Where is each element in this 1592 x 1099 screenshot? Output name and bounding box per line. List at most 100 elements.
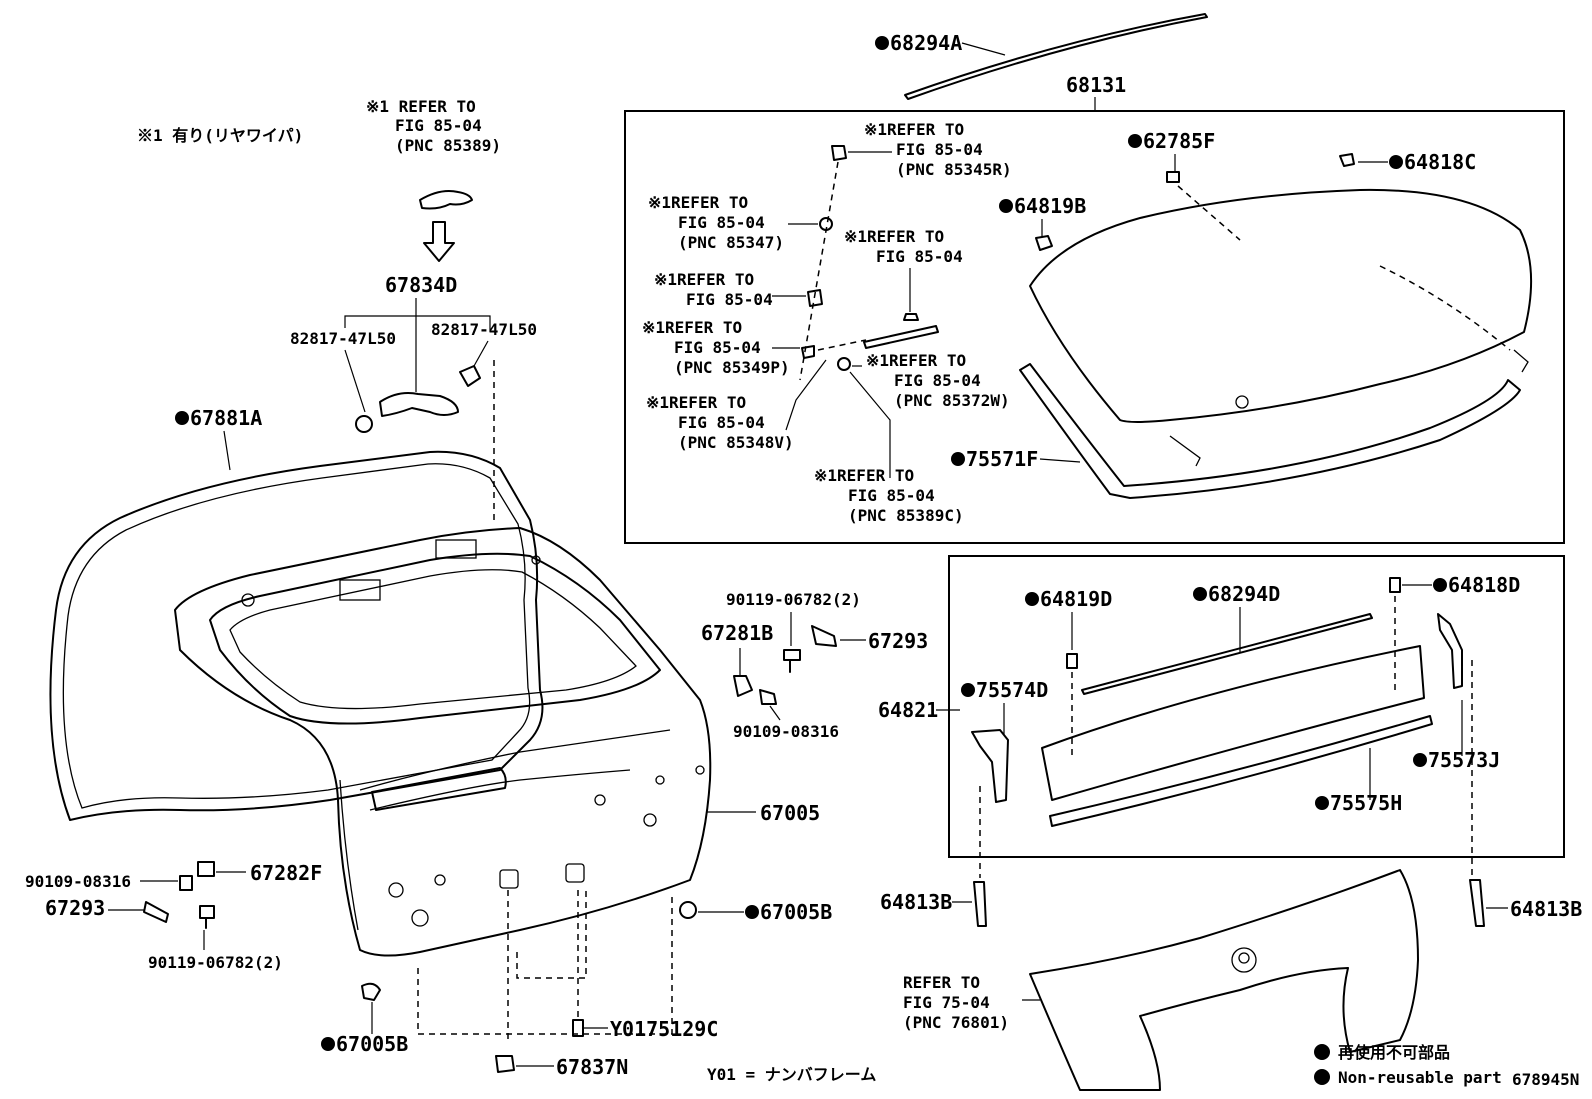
wiper-cable-drawing <box>419 190 473 210</box>
svg-text:FIG 85-04: FIG 85-04 <box>678 413 765 432</box>
svg-text:(PNC 85349P): (PNC 85349P) <box>674 358 790 377</box>
clip-64819d-drawing <box>1066 653 1078 669</box>
ref-wiper-pnc85389: ※1 REFER TO FIG 85-04 (PNC 85389) <box>366 97 501 155</box>
non-reusable-mark <box>745 905 759 919</box>
part-67293-drawing <box>811 625 837 647</box>
back-door-drawing <box>49 450 712 957</box>
back-door-garnish-drawing <box>1029 869 1419 1091</box>
svg-text:※1REFER TO: ※1REFER TO <box>814 466 914 485</box>
seal-64813b-left-drawing <box>973 881 987 927</box>
bolt-drawing <box>199 905 215 929</box>
cap-67005b-drawing <box>679 901 697 919</box>
bolt-drawing <box>783 649 801 673</box>
part-label-64818c: 64818C <box>1404 150 1476 174</box>
ref-plain-2: ※1REFER TO FIG 85-04 <box>844 227 963 266</box>
clip-y0175129c-drawing <box>572 1019 584 1037</box>
ref-pnc85349p: ※1REFER TO FIG 85-04 (PNC 85349P) <box>642 318 790 377</box>
clip-67281b-drawing <box>733 675 753 697</box>
non-reusable-mark <box>951 452 965 466</box>
svg-text:FIG 85-04: FIG 85-04 <box>876 247 963 266</box>
footnote-y01: Y01 = ナンバフレーム <box>707 1065 876 1084</box>
part-label-64819b: 64819B <box>1014 194 1086 218</box>
part-label-y0175129c: Y0175129C <box>610 1017 718 1041</box>
svg-text:FIG 85-04: FIG 85-04 <box>848 486 935 505</box>
part-label-64819d: 64819D <box>1040 587 1112 611</box>
bolt-90109-drawing <box>759 689 777 705</box>
svg-text:FIG 75-04: FIG 75-04 <box>903 993 990 1012</box>
glass-assembly-frame <box>624 110 1565 544</box>
svg-text:(PNC 85345R): (PNC 85345R) <box>896 160 1012 179</box>
non-reusable-mark <box>1433 578 1447 592</box>
part-label-62785f: 62785F <box>1143 129 1215 153</box>
part-label-90119-top: 90119-06782(2) <box>726 590 861 609</box>
part-label-64813b-right: 64813B <box>1510 897 1582 921</box>
bolt-drawing <box>179 875 193 891</box>
non-reusable-mark <box>1389 155 1403 169</box>
legend-dot <box>1314 1069 1330 1085</box>
svg-text:※1REFER TO: ※1REFER TO <box>654 270 754 289</box>
non-reusable-mark <box>1315 796 1329 810</box>
part-label-67293-left: 67293 <box>45 896 105 920</box>
washer-hose-drawing <box>863 325 939 349</box>
svg-text:※1REFER TO: ※1REFER TO <box>844 227 944 246</box>
bracket-67834d-drawing <box>379 392 459 417</box>
spacer-62785f-drawing <box>1166 171 1180 183</box>
part-label-67837n: 67837N <box>556 1055 628 1079</box>
part-label-90109-right: 90109-08316 <box>733 722 839 741</box>
seal-75575h-drawing <box>1049 715 1433 827</box>
svg-text:※1 REFER TO: ※1 REFER TO <box>366 97 476 116</box>
non-reusable-mark <box>1025 592 1039 606</box>
svg-text:※1REFER TO: ※1REFER TO <box>646 393 746 412</box>
ref-pnc76801: REFER TO FIG 75-04 (PNC 76801) <box>903 973 1009 1032</box>
non-reusable-mark <box>1193 587 1207 601</box>
part-label-67834d: 67834D <box>385 273 457 297</box>
part-label-82817-left: 82817-47L50 <box>290 329 396 348</box>
spoiler-64821-drawing <box>1041 645 1425 801</box>
part-label-64813b-left: 64813B <box>880 890 952 914</box>
part-label-75575h: 75575H <box>1330 791 1402 815</box>
svg-text:※1REFER TO: ※1REFER TO <box>866 351 966 370</box>
spoiler-assembly-frame <box>948 555 1565 858</box>
moulding-68294d-drawing <box>1081 613 1373 695</box>
clip-64818d-drawing <box>1389 577 1401 593</box>
non-reusable-mark <box>875 36 889 50</box>
svg-text:※1REFER TO: ※1REFER TO <box>642 318 742 337</box>
legend-jp: 再使用不可部品 <box>1338 1043 1450 1062</box>
part-label-68294d: 68294D <box>1208 582 1280 606</box>
part-label-82817-right: 82817-47L50 <box>431 320 537 339</box>
part-label-68131: 68131 <box>1066 73 1126 97</box>
cap-67005b-left-drawing <box>361 982 381 1001</box>
part-label-75574d: 75574D <box>976 678 1048 702</box>
svg-text:FIG 85-04: FIG 85-04 <box>686 290 773 309</box>
ref-plain-1: ※1REFER TO FIG 85-04 <box>654 270 773 309</box>
ref-pnc85345r: ※1REFER TO FIG 85-04 (PNC 85345R) <box>864 120 1012 179</box>
non-reusable-mark <box>1413 753 1427 767</box>
seal-75573j-drawing <box>1437 613 1463 689</box>
non-reusable-mark <box>1128 134 1142 148</box>
svg-text:FIG 85-04: FIG 85-04 <box>395 116 482 135</box>
part-label-67282f: 67282F <box>250 861 322 885</box>
svg-text:(PNC 85347): (PNC 85347) <box>678 233 784 252</box>
legend-en: Non-reusable part <box>1338 1068 1502 1087</box>
clip-64819b-drawing <box>1035 235 1053 251</box>
ref-pnc85389c: ※1REFER TO FIG 85-04 (PNC 85389C) <box>814 466 964 525</box>
svg-text:※1REFER TO: ※1REFER TO <box>648 193 748 212</box>
grommet-drawing <box>819 217 833 231</box>
moulding-68294a-drawing <box>904 13 1208 100</box>
svg-text:FIG 85-04: FIG 85-04 <box>894 371 981 390</box>
ref-pnc85347: ※1REFER TO FIG 85-04 (PNC 85347) <box>648 193 784 252</box>
svg-text:※1REFER TO: ※1REFER TO <box>864 120 964 139</box>
part-label-67005b-left: 67005B <box>336 1032 408 1056</box>
part-label-75571f: 75571F <box>966 447 1038 471</box>
washer-nozzle-part-drawing <box>831 145 847 161</box>
part-label-75573j: 75573J <box>1428 748 1500 772</box>
svg-text:REFER TO: REFER TO <box>903 973 980 992</box>
seal-75574d-drawing <box>971 729 1009 803</box>
back-window-glass-drawing <box>1029 188 1533 423</box>
part-label-64821: 64821 <box>878 698 938 722</box>
part-label-68294a: 68294A <box>890 31 962 55</box>
svg-text:(PNC 85389): (PNC 85389) <box>395 136 501 155</box>
legend-dot <box>1314 1044 1330 1060</box>
svg-text:(PNC 85372W): (PNC 85372W) <box>894 391 1010 410</box>
